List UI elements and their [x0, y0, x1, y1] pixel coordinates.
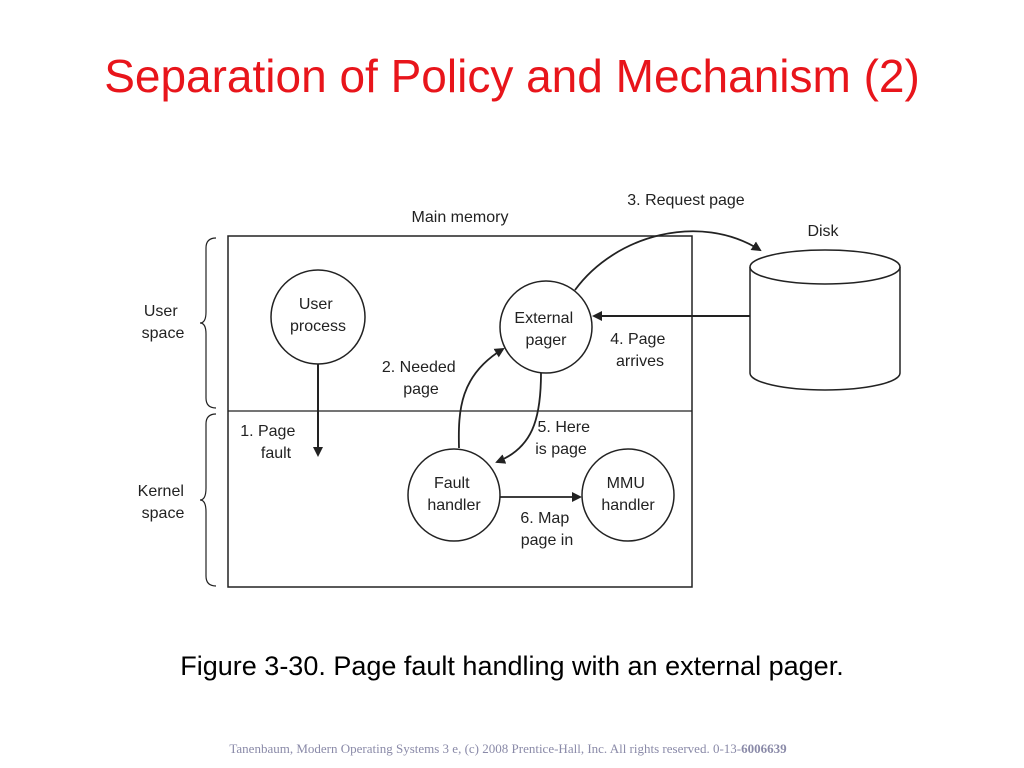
footer-isbn-bold: 6006639: [741, 741, 787, 756]
step-2-label: 2. Needed page: [382, 359, 460, 398]
step-6-label: 6. Map page in: [520, 510, 573, 549]
user-process-node: User process: [270, 269, 366, 365]
here-is-page-arrow: [495, 372, 542, 464]
kernel-space-brace: [199, 413, 217, 587]
user-space-brace: [199, 237, 217, 409]
user-space-label: User space: [142, 303, 185, 342]
kernel-space-label: Kernel space: [138, 483, 189, 522]
fault-handler-node: Fault handler: [407, 448, 501, 542]
footer-text: Tanenbaum, Modern Operating Systems 3 e,…: [229, 741, 742, 756]
step-5-label: 5. Here is page: [535, 419, 594, 458]
request-page-arrow: [574, 230, 762, 291]
svg-text:Fault handler: Fault handler: [427, 475, 481, 514]
step-1-label: 1. Page fault: [240, 423, 300, 462]
slide-title: Separation of Policy and Mechanism (2): [104, 50, 920, 102]
disk-label: Disk: [807, 223, 839, 240]
needed-page-arrow: [457, 347, 505, 449]
figure-caption: Figure 3-30. Page fault handling with an…: [180, 651, 844, 681]
step-4-label: 4. Page arrives: [610, 331, 670, 370]
external-pager-node: External pager: [499, 280, 593, 374]
svg-text:External pager: External pager: [514, 310, 577, 349]
mmu-handler-node: MMU handler: [581, 448, 675, 542]
main-memory-label: Main memory: [412, 209, 509, 226]
step-3-label: 3. Request page: [627, 192, 745, 209]
svg-text:User process: User process: [290, 296, 346, 335]
disk-cylinder: [749, 249, 901, 391]
svg-text:MMU handler: MMU handler: [601, 475, 655, 514]
copyright-footer: Tanenbaum, Modern Operating Systems 3 e,…: [0, 740, 1016, 758]
